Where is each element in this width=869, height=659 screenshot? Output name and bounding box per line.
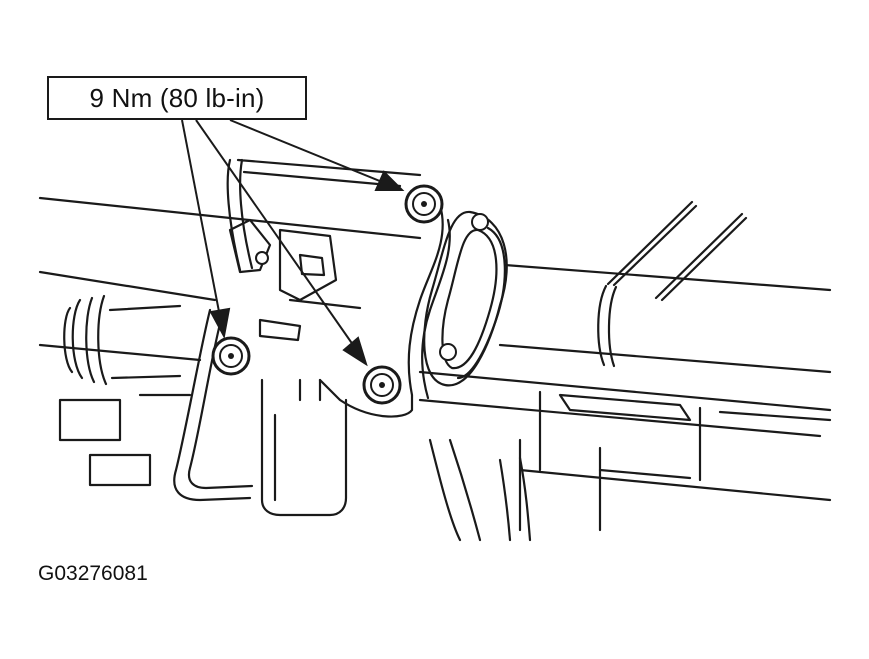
tube-joint-ring-inner xyxy=(607,285,618,368)
figure-id: G03276081 xyxy=(38,562,148,585)
arrowhead-top-bolt xyxy=(374,170,405,191)
leader-line-left-bolt xyxy=(181,119,222,323)
clamp-ring-inner xyxy=(441,228,498,370)
clamp-ring-outer xyxy=(423,210,508,387)
clamp-ring-band xyxy=(456,226,506,380)
lower-rail-line xyxy=(38,343,202,362)
upper-tube-loop xyxy=(226,158,422,272)
bolt-top-right xyxy=(404,184,444,224)
wire-left xyxy=(606,200,694,286)
lower-ribs xyxy=(558,393,832,480)
valve-connectors xyxy=(258,253,326,342)
fitting-nut xyxy=(255,251,269,265)
arrowhead-center-bolt xyxy=(342,336,368,367)
mounting-bracket xyxy=(318,203,451,418)
leader-line-top-bolt xyxy=(229,119,393,187)
tube-joint-ring xyxy=(597,284,608,367)
leader-line-center-bolt xyxy=(195,119,359,353)
clamp-fastener-bottom xyxy=(439,343,457,361)
bent-tube xyxy=(173,308,254,502)
valve-upper xyxy=(228,218,362,310)
torque-callout: 9 Nm (80 lb-in) xyxy=(47,76,307,120)
valve-body xyxy=(260,378,348,517)
wire-right xyxy=(654,212,744,300)
clamp-fastener-top xyxy=(471,213,489,231)
main-tube-upper-edge xyxy=(503,263,832,292)
bolt-left xyxy=(211,336,251,376)
left-lower-boxes xyxy=(58,393,192,487)
lower-housing xyxy=(418,370,832,532)
wire-left-b xyxy=(612,204,698,287)
wire-right-b xyxy=(660,216,748,302)
arrowhead-left-bolt xyxy=(209,307,231,339)
bolt-center xyxy=(362,365,402,405)
lower-legs xyxy=(428,438,532,542)
mid-rail-line xyxy=(38,270,217,302)
main-tube-lower-edge xyxy=(498,343,832,374)
left-end-fitting xyxy=(63,294,182,386)
